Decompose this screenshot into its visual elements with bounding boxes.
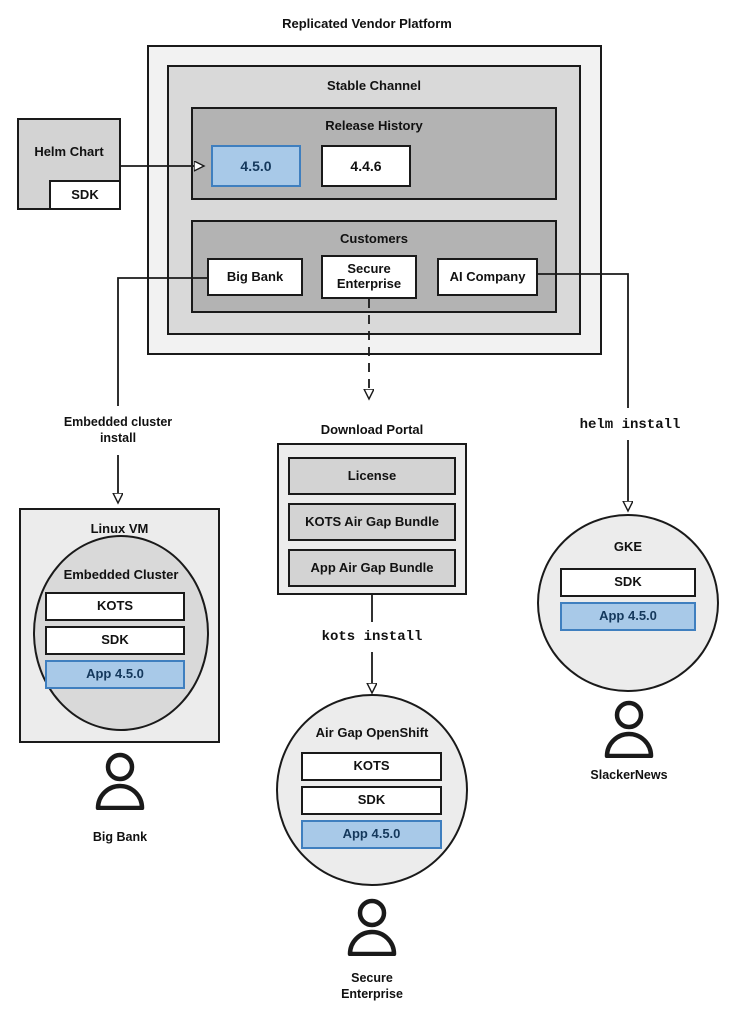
component-label: KOTS: [96, 598, 134, 614]
component-label: SDK: [614, 574, 642, 590]
linux-vm-label: Linux VM: [90, 521, 149, 536]
artifact-label: License: [347, 467, 397, 483]
download-portal-artifact-app-air-gap-bundle[interactable]: App Air Gap Bundle: [288, 549, 456, 587]
helm-chart-sdk-box[interactable]: SDK: [49, 180, 121, 210]
customer-big-bank[interactable]: Big Bank: [207, 258, 303, 296]
artifact-label: KOTS Air Gap Bundle: [305, 513, 439, 529]
component-label: App 4.5.0: [342, 826, 401, 842]
linux-vm-component-sdk[interactable]: SDK: [45, 626, 185, 655]
customer-ai-company[interactable]: AI Company: [437, 258, 538, 296]
helm-install-caption: helm install: [579, 417, 681, 433]
person-icon: [604, 700, 654, 758]
release-4-5-0[interactable]: 4.5.0: [211, 145, 301, 187]
customer-name: Secure Enterprise: [336, 261, 402, 291]
openshift-component-kots[interactable]: KOTS: [301, 752, 442, 781]
release-version-label: 4.4.6: [350, 157, 382, 174]
kots-install-caption: kots install: [321, 629, 423, 645]
gke-label: GKE: [613, 539, 643, 554]
artifact-label: App Air Gap Bundle: [310, 559, 434, 575]
download-portal-artifact-kots-air-gap-bundle[interactable]: KOTS Air Gap Bundle: [288, 503, 456, 541]
release-4-4-6[interactable]: 4.4.6: [321, 145, 411, 187]
user-label-secure-enterprise: Secure Enterprise: [341, 971, 403, 1001]
component-label: KOTS: [353, 758, 390, 774]
user-label-big-bank: Big Bank: [92, 830, 148, 844]
helm-chart-label: Helm Chart: [34, 143, 104, 159]
person-icon: [347, 898, 397, 956]
gke-component-sdk[interactable]: SDK: [560, 568, 696, 597]
openshift-component-sdk[interactable]: SDK: [301, 786, 442, 815]
component-label: SDK: [357, 792, 386, 808]
diagram-title: Replicated Vendor Platform: [282, 16, 452, 31]
component-label: App 4.5.0: [599, 608, 657, 624]
component-label: App 4.5.0: [86, 666, 144, 682]
download-portal-label: Download Portal: [320, 422, 424, 437]
openshift-component-app[interactable]: App 4.5.0: [301, 820, 442, 849]
stable-channel-label: Stable Channel: [327, 78, 421, 93]
linux-vm-component-kots[interactable]: KOTS: [45, 592, 185, 621]
linux-vm-component-app[interactable]: App 4.5.0: [45, 660, 185, 689]
customer-secure-enterprise[interactable]: Secure Enterprise: [321, 255, 417, 299]
customer-name: Big Bank: [226, 268, 284, 284]
user-label-slackernews: SlackerNews: [590, 768, 668, 782]
person-icon: [95, 752, 145, 810]
embedded-cluster-label: Embedded Cluster: [63, 567, 179, 582]
release-version-label: 4.5.0: [240, 157, 272, 174]
sdk-label: SDK: [71, 186, 99, 202]
customers-label: Customers: [340, 231, 408, 246]
release-history-label: Release History: [325, 118, 423, 133]
component-label: SDK: [101, 632, 129, 648]
embedded-cluster-install-caption: Embedded cluster install: [63, 415, 173, 445]
download-portal-artifact-license[interactable]: License: [288, 457, 456, 495]
gke-component-app[interactable]: App 4.5.0: [560, 602, 696, 631]
air-gap-openshift-label: Air Gap OpenShift: [315, 725, 429, 740]
customer-name: AI Company: [449, 268, 526, 284]
